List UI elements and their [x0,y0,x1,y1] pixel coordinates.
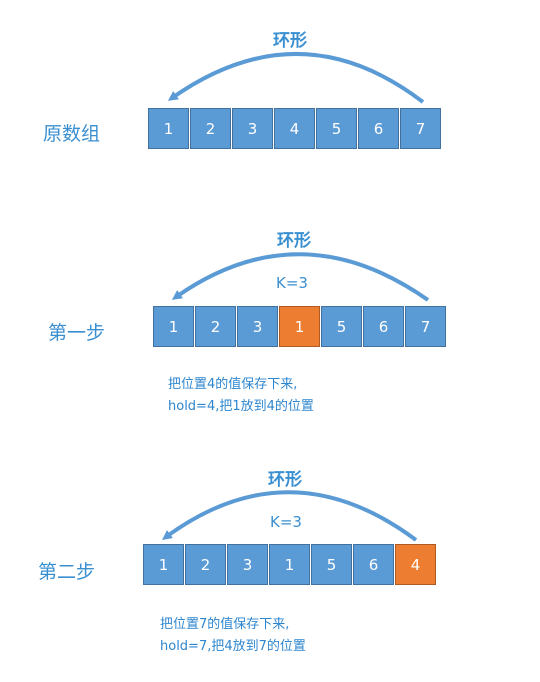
step1-note: 把位置4的值保存下来, hold=4,把1放到4的位置 [168,374,314,418]
array-cell: 6 [358,108,399,149]
array-cell-highlight: 4 [395,544,436,585]
curved-arrow-icon [167,52,425,104]
array-cell: 7 [400,108,441,149]
array-cell: 4 [274,108,315,149]
array-cell: 6 [353,544,394,585]
step1-note-line: hold=4,把1放到4的位置 [168,399,314,414]
array-cell: 3 [232,108,273,149]
array-cell: 2 [195,306,236,347]
step2-note: 把位置7的值保存下来, hold=7,把4放到7的位置 [160,614,306,658]
array-cell: 2 [185,544,226,585]
array-cell: 1 [148,108,189,149]
array-cell: 7 [405,306,446,347]
original-array-row: 1 2 3 4 5 6 7 [148,108,442,149]
array-cell-highlight: 1 [279,306,320,347]
step2-note-line: hold=7,把4放到7的位置 [160,639,306,654]
label-original-array: 原数组 [43,123,101,145]
label-step1: 第一步 [48,322,106,344]
label-step2: 第二步 [38,561,96,583]
step1-array-row: 1 2 3 1 5 6 7 [153,306,447,347]
array-cell: 5 [311,544,352,585]
step2-array-row: 1 2 3 1 5 6 4 [143,544,437,585]
array-cell: 5 [316,108,357,149]
step2-note-line: 把位置7的值保存下来, [160,617,290,632]
ring-title-step1: 环形 [277,231,311,251]
array-cell: 5 [321,306,362,347]
array-cell: 1 [153,306,194,347]
array-cell: 3 [237,306,278,347]
array-cell: 3 [227,544,268,585]
k-label-step1: K=3 [276,274,308,292]
k-label-step2: K=3 [270,513,302,531]
step1-note-line: 把位置4的值保存下来, [168,377,298,392]
ring-title-step2: 环形 [268,470,302,490]
array-cell: 1 [269,544,310,585]
array-cell: 2 [190,108,231,149]
array-cell: 6 [363,306,404,347]
ring-title-original: 环形 [273,31,307,51]
array-cell: 1 [143,544,184,585]
